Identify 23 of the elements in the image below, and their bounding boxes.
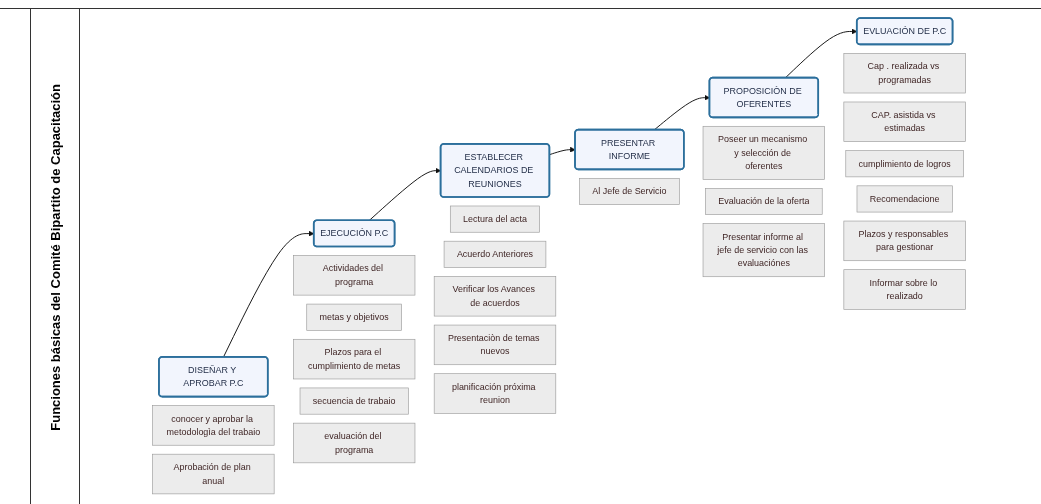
- node-box: cumplimiento de logros: [845, 150, 964, 178]
- node-box: Plazos y responsables para gestionar: [843, 220, 966, 262]
- node-box: planificación próxima reunion: [433, 373, 557, 414]
- node-box: Evaluación de la oferta: [705, 188, 823, 215]
- node-box: Presentar informe al jefe de servicio con las evaluaciónes: [702, 223, 825, 278]
- node-box: Al Jefe de Servicio: [579, 178, 680, 205]
- node-box: Informar sobre lo realizado: [843, 269, 966, 310]
- node-box: Plazos para el cumplimiento de metas: [293, 338, 416, 380]
- node-box: evaluación del programa: [293, 422, 416, 464]
- node-box: metas y objetivos: [306, 303, 402, 331]
- node-box: secuencia de trabaio: [299, 387, 409, 415]
- node-box: CAP. asistida vs estimadas: [843, 101, 966, 142]
- node-box: conocer y aprobar la metodologìa del trabaio: [152, 405, 275, 446]
- node-box: Actividades del programa: [293, 255, 416, 296]
- node-box: Presentaciòn de temas nuevos: [433, 324, 557, 366]
- node-box: Recomendacione: [856, 185, 953, 213]
- node-box: Verificar los Avances de acuerdos: [433, 276, 557, 317]
- node-box: Aprobación de plan anual: [152, 453, 275, 495]
- node-box: Cap . realizada vs programadas: [843, 53, 966, 94]
- title: Funciones básicas del Comité Bipartito de Capacitación: [47, 83, 63, 431]
- node-box: Poseer un mecanismo y selección de oferentes: [702, 126, 825, 180]
- node-box: Acuerdo Anteriores: [443, 240, 547, 268]
- node-box: Lectura del acta: [450, 205, 540, 233]
